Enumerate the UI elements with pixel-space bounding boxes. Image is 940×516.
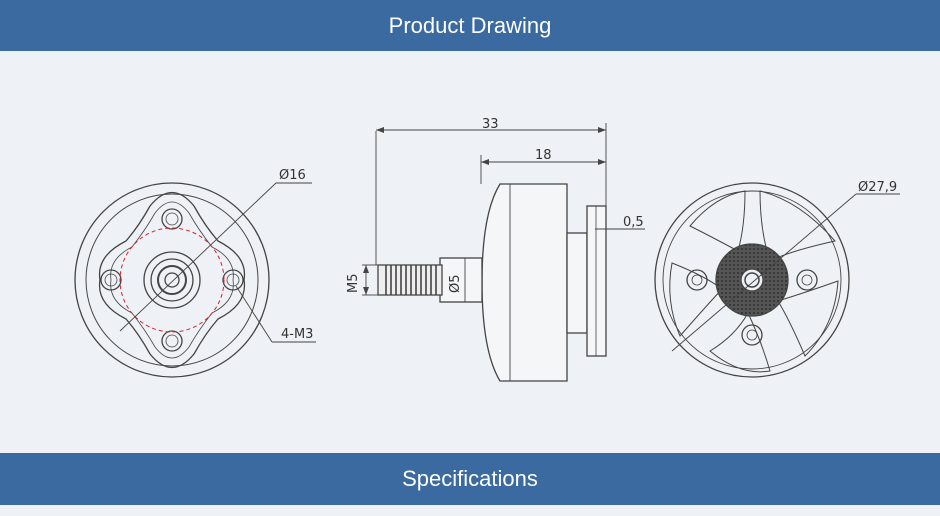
threaded-shaft (377, 264, 443, 296)
front-holes-label: 4-M3 (281, 327, 313, 342)
bottom-strip (0, 505, 940, 516)
dim-total-length-label: 33 (482, 117, 499, 132)
front-outer-ring (74, 182, 270, 378)
rear-diameter-label: Ø27,9 (858, 180, 897, 195)
dim-shaft-label: Ø5 (448, 274, 463, 293)
hub-outer (143, 251, 201, 309)
mount-hole-right (222, 269, 244, 291)
stator-base (566, 232, 588, 334)
mount-hole-bottom (161, 330, 183, 352)
bolt-circle (119, 227, 225, 333)
mount-hole-left (100, 269, 122, 291)
dim-thread-label: M5 (346, 274, 361, 294)
dim-flange-label: 0,5 (623, 215, 644, 230)
front-diameter-label: Ø16 (279, 168, 306, 183)
motor-bell (481, 183, 568, 382)
product-drawing-area: Ø16 4-M3 (0, 51, 940, 453)
rear-outer-ring (654, 182, 850, 378)
rear-view (654, 182, 900, 378)
section-title: Product Drawing (388, 13, 552, 38)
mount-flange (586, 205, 607, 357)
shaft-center (164, 272, 180, 288)
section-title: Specifications (402, 466, 538, 491)
front-mount-spider (98, 191, 246, 369)
dim-body-length-label: 18 (535, 148, 552, 163)
mount-hole-top (161, 208, 183, 230)
rear-cooling-windows (669, 190, 839, 373)
section-header-product-drawing: Product Drawing (0, 0, 940, 51)
motor-technical-drawing: Ø16 4-M3 (74, 117, 900, 382)
side-view (362, 123, 645, 382)
front-view (74, 182, 316, 378)
section-header-specifications: Specifications (0, 453, 940, 505)
front-inner-ring (85, 193, 259, 367)
